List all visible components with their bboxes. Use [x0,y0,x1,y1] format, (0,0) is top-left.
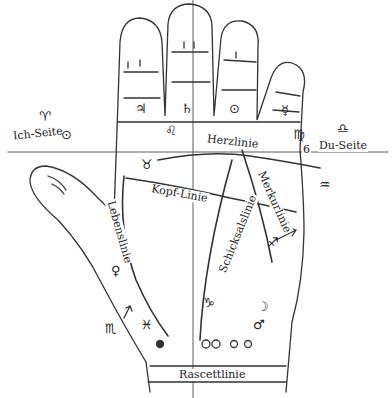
line-label: Kopf-Linie [149,183,209,205]
zodiac-sign: ♏ [104,322,118,336]
planet-symbol: ♀ [110,264,122,278]
planet-symbol: ⊙ [60,128,73,142]
zodiac-sign: ♒ [318,178,332,192]
planet-symbol: ♂ [252,318,266,332]
planet-symbol: ☽ [256,300,270,314]
zodiac-sign: ♍ [292,128,306,142]
line-label: Merkurlinie [255,168,294,235]
side-label: Du-Seite [318,140,368,152]
zodiac-sign: ♐ [266,236,280,250]
zodiac-sign: ♉ [140,158,154,172]
side-label: Ich-Seite [12,125,65,142]
planet-symbol: ☿ [280,104,290,118]
zodiac-sign: ♓ [140,318,154,332]
zodiac-sign: ♎ [336,122,350,136]
line-label: Herzlinie [206,133,260,151]
zodiac-sign: ♑ [202,296,216,310]
planet-symbol: ♄ [180,102,194,116]
callout-number: 6 [302,144,311,156]
planet-symbol: ♃ [134,102,148,116]
line-label: Rascettlinie [178,369,246,381]
zodiac-sign: ♌ [164,124,178,138]
line-label: Lebenslinie [104,199,134,266]
planet-symbol: ⊙ [228,102,241,116]
zodiac-sign: ♈ [38,110,52,124]
line-label: Schicksalslinie [217,193,260,276]
